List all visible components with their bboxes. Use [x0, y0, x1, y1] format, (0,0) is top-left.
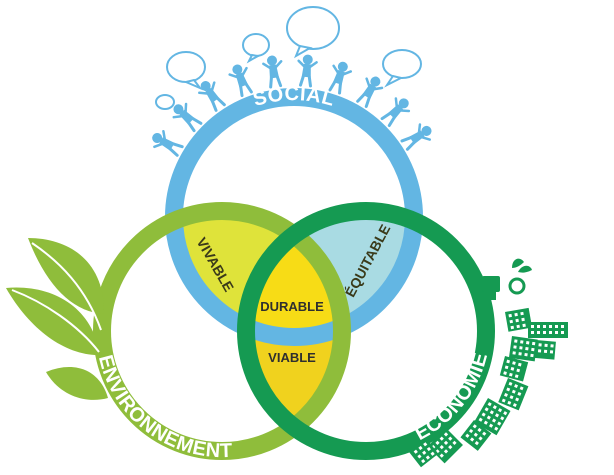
ring-economie	[237, 202, 495, 460]
person-icon	[400, 123, 432, 151]
building-icon	[474, 398, 511, 436]
building-icon	[504, 307, 533, 332]
person-icon	[152, 129, 184, 157]
building-icon	[460, 420, 492, 451]
person-icon	[356, 76, 384, 108]
building-icon	[528, 322, 568, 338]
person-icon	[262, 55, 283, 89]
speech-bubble-icon	[242, 33, 270, 64]
speech-bubble-icon	[155, 94, 175, 110]
city-buildings-icon	[408, 307, 568, 468]
building-icon	[534, 340, 556, 360]
building-icon	[498, 378, 529, 411]
zone-label-durable: DURABLE	[260, 299, 324, 314]
leaf-icon	[6, 238, 108, 400]
zone-durable	[254, 219, 334, 329]
person-icon	[228, 64, 253, 98]
speech-bubble-icon	[382, 49, 422, 88]
person-icon	[297, 54, 318, 88]
zone-durable-fill	[254, 219, 334, 329]
speech-bubble-icon	[166, 51, 206, 91]
person-icon	[328, 61, 353, 95]
people-chain-icon	[152, 54, 432, 157]
person-icon	[198, 81, 226, 112]
ring-environnement	[93, 202, 351, 460]
speech-bubble-icons	[155, 6, 422, 110]
building-icon	[408, 438, 439, 468]
speech-bubble-icon	[286, 6, 340, 59]
building-icon	[508, 336, 538, 362]
person-icon	[172, 102, 203, 133]
ring-label-social: SOCIAL	[251, 83, 337, 111]
ring-label-environnement: ENVIRONNEMENT	[94, 353, 233, 463]
building-icon	[499, 356, 529, 382]
zone-label-viable: VIABLE	[268, 350, 316, 365]
recycle-icon	[482, 258, 532, 300]
person-icon	[380, 97, 411, 128]
